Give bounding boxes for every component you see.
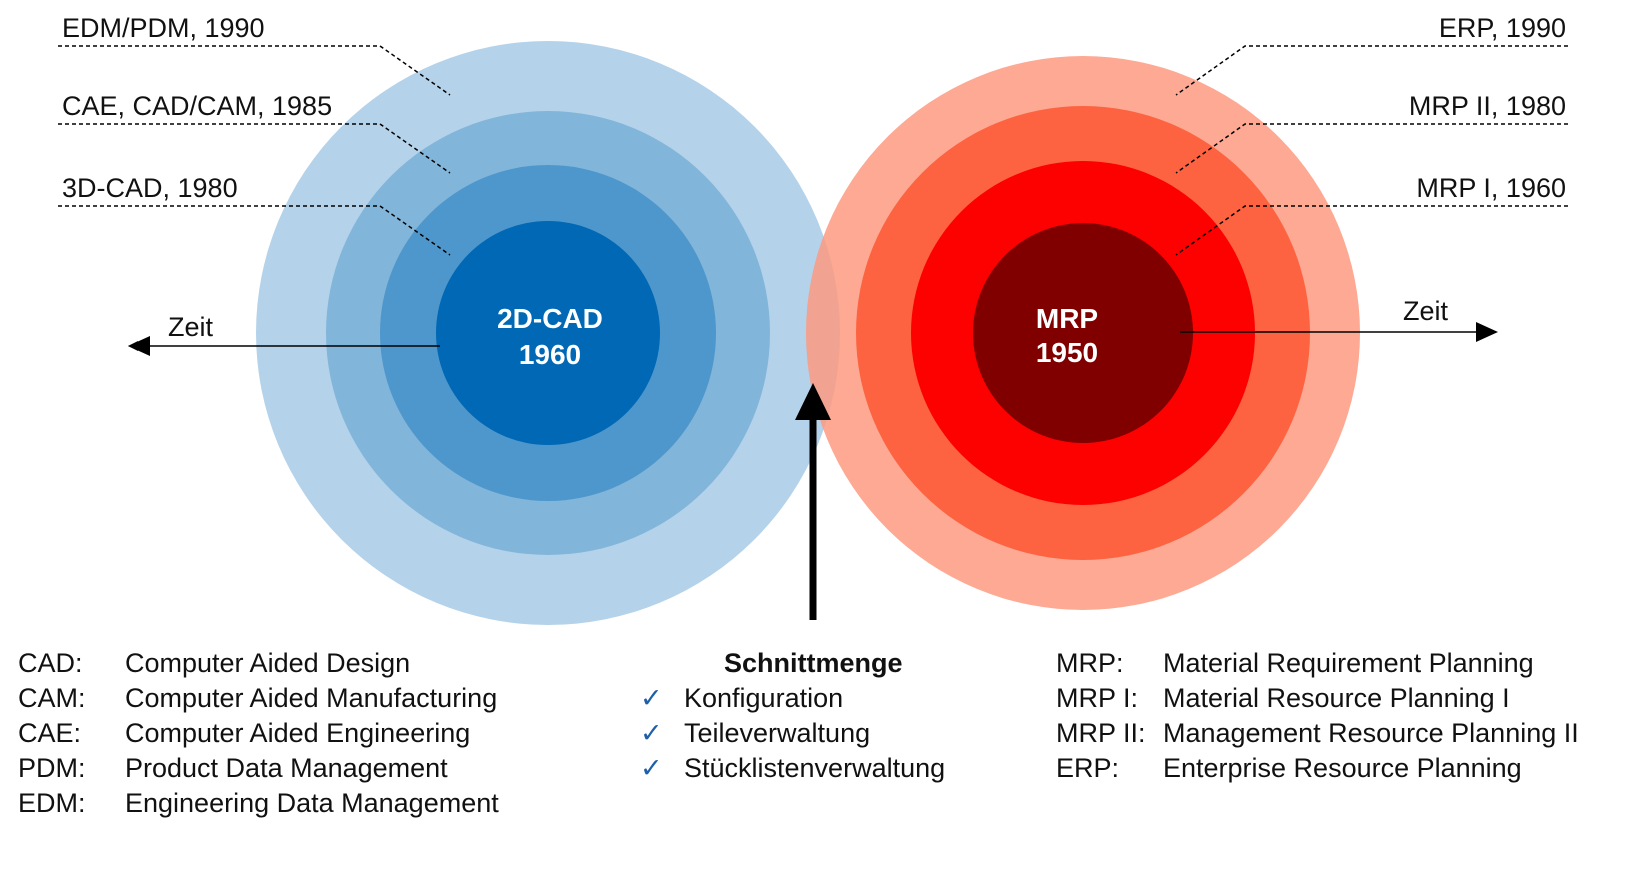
cad-circles <box>256 41 840 625</box>
legend-row-pdm: PDM: Product Data Management <box>18 751 499 786</box>
legend-text: Computer Aided Engineering <box>125 718 471 748</box>
cad-core-label-line1: 2D-CAD <box>497 303 603 334</box>
label-cae-cadcam: CAE, CAD/CAM, 1985 <box>62 91 332 121</box>
legend-row-erp: ERP: Enterprise Resource Planning <box>1056 751 1579 786</box>
legend-text: Material Resource Planning I <box>1163 683 1510 713</box>
leader-3d-cad <box>58 205 451 256</box>
mrp-circles <box>806 56 1360 610</box>
legend-abbr: ERP: <box>1056 753 1120 783</box>
legend-text: Enterprise Resource Planning <box>1163 753 1522 783</box>
label-edm-pdm: EDM/PDM, 1990 <box>62 13 265 43</box>
cad-core-label-line2: 1960 <box>519 339 581 370</box>
checkmark-icon: ✓ <box>640 683 663 713</box>
intersection-legend: Schnittmenge ✓ Konfiguration ✓ Teileverwal… <box>640 646 945 786</box>
mrp-legend: MRP: Material Requirement Planning MRP I:… <box>1056 646 1579 786</box>
leader-edm-pdm <box>58 45 451 96</box>
legend-text: Product Data Management <box>125 753 448 783</box>
legend-row-mrp1: MRP I: Material Resource Planning I <box>1056 681 1579 716</box>
label-mrp2: MRP II, 1980 <box>1409 91 1566 121</box>
intersection-item-text: Teileverwaltung <box>684 718 871 748</box>
cad-time-arrowhead <box>128 336 150 356</box>
legend-text: Engineering Data Management <box>125 788 499 818</box>
legend-abbr: MRP II: <box>1056 718 1146 748</box>
legend-row-cae: CAE: Computer Aided Engineering <box>18 716 499 751</box>
intersection-title: Schnittmenge <box>724 648 903 678</box>
checkmark-icon: ✓ <box>640 753 663 783</box>
intersection-item: ✓ Konfiguration <box>640 681 945 716</box>
leader-cae-cadcam <box>58 123 451 174</box>
label-mrp1: MRP I, 1960 <box>1416 173 1566 203</box>
legend-abbr: CAD: <box>18 648 83 678</box>
legend-row-cad: CAD: Computer Aided Design <box>18 646 499 681</box>
legend-abbr: PDM: <box>18 753 86 783</box>
mrp-core-label-line2: 1950 <box>1036 337 1098 368</box>
legend-abbr: EDM: <box>18 788 86 818</box>
legend-abbr: CAM: <box>18 683 86 713</box>
cad-core-2d-cad <box>436 221 660 445</box>
mrp-time-arrowhead <box>1476 322 1498 342</box>
intersection-item-text: Stücklistenverwaltung <box>684 753 946 783</box>
legend-text: Computer Aided Design <box>125 648 411 678</box>
leader-erp <box>1175 45 1568 96</box>
intersection-arrowhead <box>795 383 831 420</box>
legend-text: Computer Aided Manufacturing <box>125 683 498 713</box>
intersection-item: ✓ Teileverwaltung <box>640 716 945 751</box>
legend-row-mrp: MRP: Material Requirement Planning <box>1056 646 1579 681</box>
legend-row-cam: CAM: Computer Aided Manufacturing <box>18 681 499 716</box>
legend-text: Management Resource Planning II <box>1163 718 1579 748</box>
cad-leader-lines <box>58 45 451 256</box>
legend-row-mrp2: MRP II: Management Resource Planning II <box>1056 716 1579 751</box>
mrp-core-label-line1: MRP <box>1036 303 1098 334</box>
label-3d-cad: 3D-CAD, 1980 <box>62 173 238 203</box>
legend-row-edm: EDM: Engineering Data Management <box>18 786 499 821</box>
mrp-leader-lines <box>1175 45 1568 256</box>
mrp-time-label: Zeit <box>1403 296 1449 326</box>
legend-abbr: CAE: <box>18 718 82 748</box>
legend-abbr: MRP I: <box>1056 683 1139 713</box>
intersection-item-text: Konfiguration <box>684 683 844 713</box>
intersection-item: ✓ Stücklistenverwaltung <box>640 751 945 786</box>
leader-mrp1 <box>1175 205 1568 256</box>
label-erp: ERP, 1990 <box>1439 13 1566 43</box>
cad-time-label: Zeit <box>168 312 214 342</box>
leader-mrp2 <box>1175 123 1568 174</box>
mrp-core-mrp <box>973 223 1193 443</box>
legend-abbr: MRP: <box>1056 648 1124 678</box>
legend-text: Material Requirement Planning <box>1163 648 1534 678</box>
cad-legend: CAD: Computer Aided Design CAM: Computer A… <box>18 646 499 821</box>
checkmark-icon: ✓ <box>640 718 663 748</box>
